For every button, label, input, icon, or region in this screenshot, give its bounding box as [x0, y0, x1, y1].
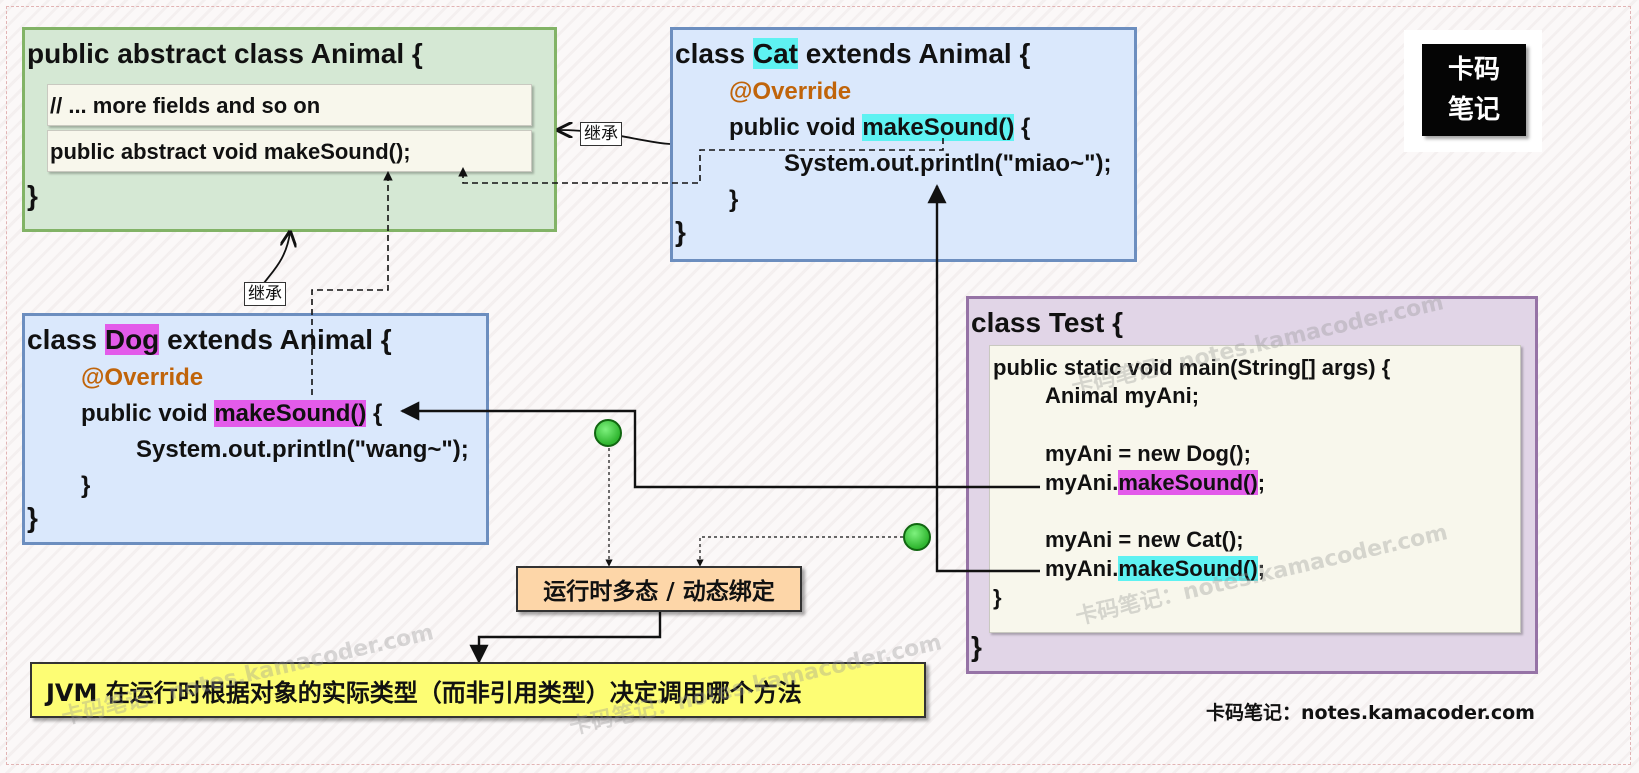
inherit-label-dog: 继承 [244, 282, 286, 306]
dog-kw-class: class [27, 324, 105, 355]
test-call-dog-suffix: ; [1257, 470, 1266, 495]
animal-header: public abstract class Animal { [27, 38, 423, 69]
cat-class-box: class Cat extends Animal { @Override pub… [670, 27, 1137, 262]
dog-close-brace: } [27, 502, 38, 533]
animal-method-row: public abstract void makeSound(); [47, 130, 532, 172]
test-class-box: class Test { public static void main(Str… [966, 296, 1538, 674]
animal-method-text: public abstract void makeSound(); [50, 139, 411, 164]
dog-name: Dog [104, 324, 160, 355]
cat-header: class Cat extends Animal { [675, 38, 1031, 69]
cat-kw-class: class [675, 38, 753, 69]
test-decl: Animal myAni; [1045, 383, 1200, 408]
inherit-label-cat: 继承 [580, 122, 622, 146]
dog-close-inner: } [81, 472, 91, 499]
cat-method-suffix: { [1014, 114, 1031, 141]
cat-method-prefix: public void [729, 114, 863, 141]
dog-header: class Dog extends Animal { [27, 324, 392, 355]
animal-close-brace: } [27, 180, 38, 211]
dog-override: @Override [81, 364, 204, 391]
animal-fields-text: // ... more fields and so on [50, 93, 321, 118]
dog-method-name: makeSound() [214, 400, 367, 427]
test-close-brace: } [971, 631, 982, 662]
cat-name: Cat [752, 38, 798, 69]
dog-method-suffix: { [366, 400, 383, 427]
test-assign-dog: myAni = new Dog(); [1045, 441, 1251, 466]
test-call-cat: myAni.makeSound(); [1045, 555, 1265, 583]
test-call-cat-suffix: ; [1257, 556, 1266, 581]
test-call-dog-prefix: myAni. [1045, 470, 1119, 495]
test-call-cat-name: makeSound() [1118, 556, 1258, 581]
test-main-block: public static void main(String[] args) {… [989, 345, 1521, 633]
cat-method-name: makeSound() [862, 114, 1015, 141]
animal-fields-row: // ... more fields and so on [47, 84, 532, 126]
footer-credit: 卡码笔记：notes.kamacoder.com [1206, 702, 1535, 724]
test-call-cat-prefix: myAni. [1045, 556, 1119, 581]
animal-class-box: public abstract class Animal { // ... mo… [22, 27, 557, 232]
dog-method-line: public void makeSound() { [81, 400, 382, 428]
test-header: class Test { [971, 307, 1124, 338]
cat-extends: extends Animal { [797, 38, 1031, 69]
cat-method-line: public void makeSound() { [729, 114, 1030, 142]
test-call-dog: myAni.makeSound(); [1045, 469, 1265, 497]
logo-line-2: 笔记 [1447, 95, 1500, 125]
dog-println: System.out.println("wang~"); [136, 436, 469, 463]
test-main-close: } [993, 585, 1002, 610]
kama-logo: 卡码 笔记 [1422, 44, 1526, 136]
logo-container: 卡码 笔记 [1404, 30, 1542, 152]
test-call-dog-name: makeSound() [1118, 470, 1258, 495]
outer-frame [6, 6, 1631, 765]
green-dot-dog [594, 419, 622, 447]
test-assign-cat: myAni = new Cat(); [1045, 527, 1244, 552]
cat-close-inner: } [729, 186, 739, 213]
jvm-explanation-box: JVM 在运行时根据对象的实际类型（而非引用类型）决定调用哪个方法 [30, 662, 926, 718]
logo-line-1: 卡码 [1447, 55, 1500, 85]
green-dot-cat [903, 523, 931, 551]
dog-extends: extends Animal { [159, 324, 392, 355]
dog-method-prefix: public void [81, 400, 215, 427]
cat-override: @Override [729, 78, 852, 105]
runtime-polymorphism-box: 运行时多态 / 动态绑定 [516, 566, 802, 612]
cat-close-brace: } [675, 216, 686, 247]
dog-class-box: class Dog extends Animal { @Override pub… [22, 313, 489, 545]
cat-println: System.out.println("miao~"); [784, 150, 1112, 177]
